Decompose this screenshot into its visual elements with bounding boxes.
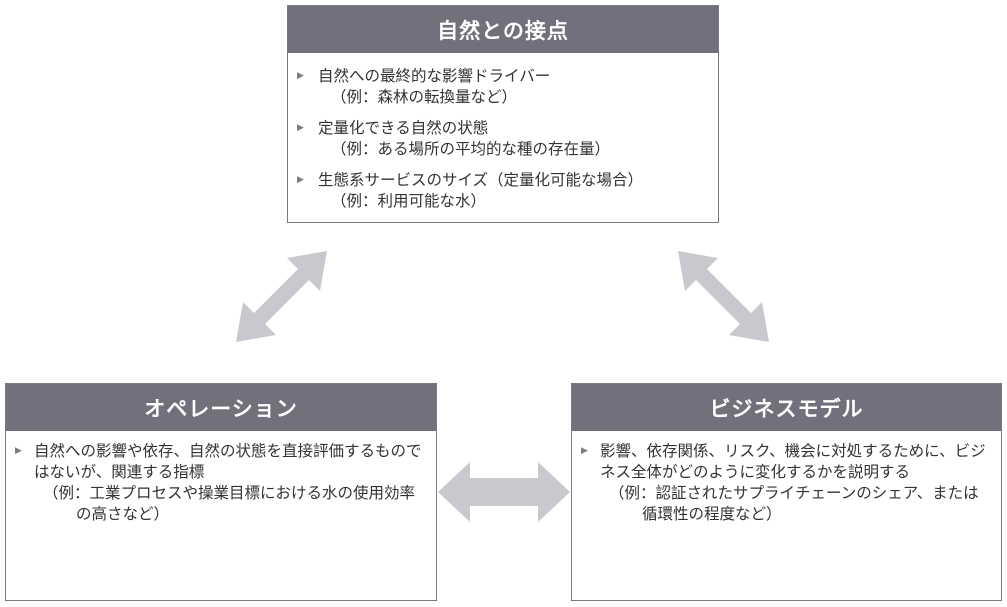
nature-interface-title: 自然との接点 (288, 6, 718, 53)
business-model-title: ビジネスモデル (572, 384, 1001, 431)
arrow-horizontal (438, 462, 570, 522)
triangle-right-icon: ▶ (15, 446, 22, 456)
nature-interface-body: ▶ 自然への最終的な影響ドライバー （例：森林の転換量など） ▶ 定量化できる自… (288, 53, 718, 212)
item-example: （例：工業プロセスや操業目標における水の使用効率の高さなど） (43, 484, 416, 523)
item-text: 自然への影響や依存、自然の状態を直接評価するものではないが、関連する指標 (34, 442, 422, 481)
item-text: 影響、依存関係、リスク、機会に対処するために、ビジネス全体がどのように変化するか… (600, 442, 986, 481)
operations-title: オペレーション (6, 384, 436, 431)
arrow-top-right (678, 251, 769, 342)
item-example: （例：森林の転換量など） (331, 88, 518, 106)
business-model-body: ▶ 影響、依存関係、リスク、機会に対処するために、ビジネス全体がどのように変化す… (572, 431, 1001, 525)
list-item: ▶ 定量化できる自然の状態 （例：ある場所の平均的な種の存在量） (288, 118, 704, 160)
item-example: （例：認証されたサプライチェーンのシェア、または循環性の程度など） (609, 484, 979, 523)
triangle-right-icon: ▶ (297, 71, 304, 81)
list-item: ▶ 自然への最終的な影響ドライバー （例：森林の転換量など） (288, 66, 704, 108)
business-model-box: ビジネスモデル ▶ 影響、依存関係、リスク、機会に対処するために、ビジネス全体が… (571, 383, 1002, 601)
operations-box: オペレーション ▶ 自然への影響や依存、自然の状態を直接評価するものではないが、… (5, 383, 437, 601)
list-item: ▶ 影響、依存関係、リスク、機会に対処するために、ビジネス全体がどのように変化す… (572, 441, 991, 525)
operations-body: ▶ 自然への影響や依存、自然の状態を直接評価するものではないが、関連する指標 （… (6, 431, 436, 525)
item-example: （例：利用可能な水） (331, 192, 487, 210)
item-text: 生態系サービスのサイズ（定量化可能な場合） (318, 171, 644, 189)
item-text: 自然への最終的な影響ドライバー (318, 67, 551, 85)
item-text: 定量化できる自然の状態 (318, 119, 489, 137)
item-example: （例：ある場所の平均的な種の存在量） (331, 140, 611, 158)
list-item: ▶ 自然への影響や依存、自然の状態を直接評価するものではないが、関連する指標 （… (6, 441, 426, 525)
arrow-top-left (236, 251, 327, 342)
triangle-right-icon: ▶ (297, 123, 304, 133)
triangle-right-icon: ▶ (297, 175, 304, 185)
nature-interface-box: 自然との接点 ▶ 自然への最終的な影響ドライバー （例：森林の転換量など） ▶ … (287, 5, 719, 223)
list-item: ▶ 生態系サービスのサイズ（定量化可能な場合） （例：利用可能な水） (288, 170, 704, 212)
triangle-right-icon: ▶ (581, 446, 588, 456)
